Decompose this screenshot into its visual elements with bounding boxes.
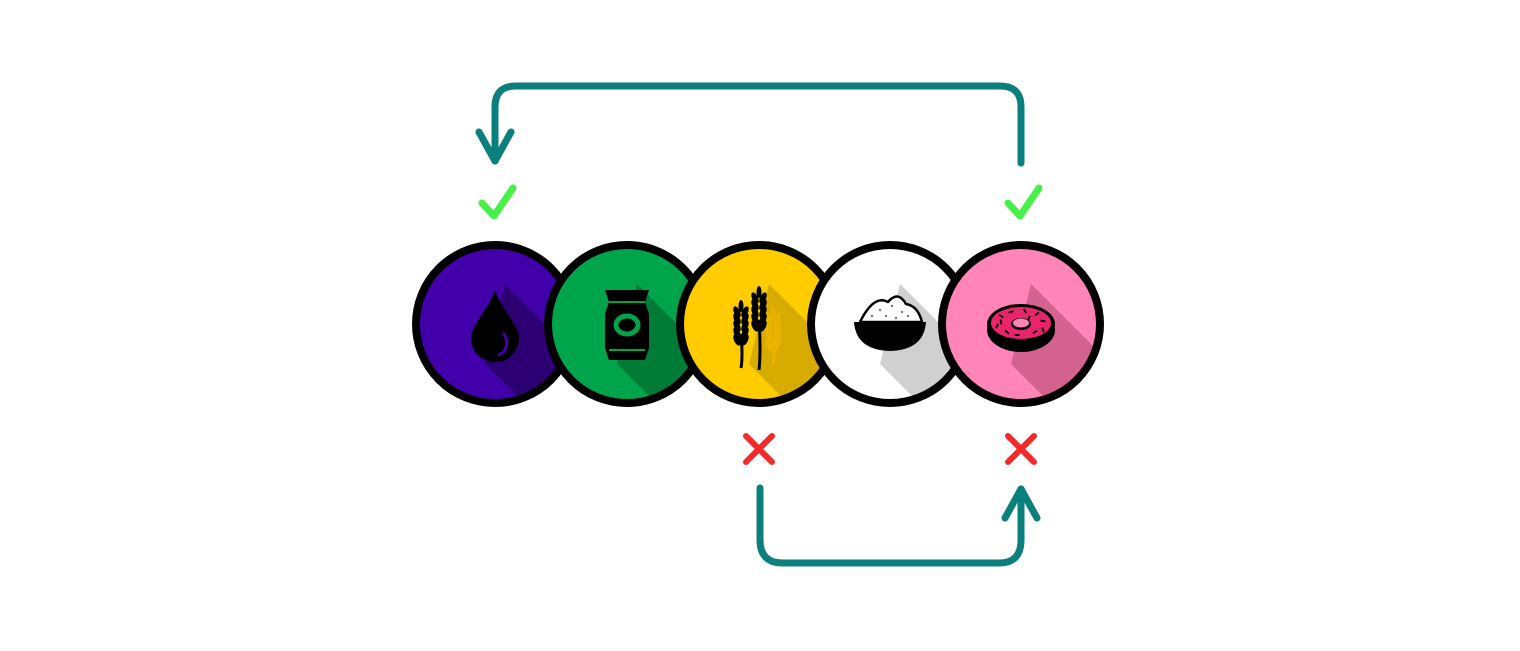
arrows-group	[475, 82, 1041, 567]
water-drop-icon	[471, 290, 519, 362]
wheat-icon	[733, 286, 781, 371]
check-icon-left	[478, 184, 517, 220]
cross-icon-right	[1005, 433, 1037, 465]
circle-outline	[938, 241, 1104, 407]
top-return-arrow	[475, 82, 1025, 167]
flour-bowl-icon	[854, 295, 926, 351]
water-drop-shadow	[485, 284, 571, 400]
cross-icon-middle	[743, 433, 775, 465]
wheat-shadow	[749, 284, 835, 400]
check-icon-right	[1004, 184, 1043, 220]
snack-bag-icon	[605, 290, 649, 360]
circle-5	[938, 241, 1104, 407]
snack-bag-shadow	[617, 284, 703, 400]
donut-icon	[987, 304, 1055, 352]
markers-group	[478, 184, 1043, 465]
circle-4	[807, 241, 973, 407]
circles-group	[412, 241, 1104, 407]
bottom-forward-arrow	[756, 484, 1041, 567]
